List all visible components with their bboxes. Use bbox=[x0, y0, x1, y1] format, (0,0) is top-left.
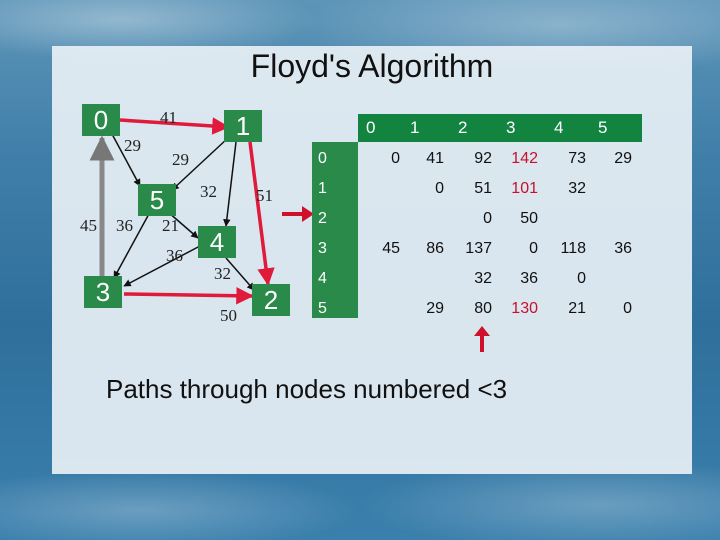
row-header: 1 bbox=[318, 180, 327, 198]
edge-label: 36 bbox=[116, 216, 133, 236]
matrix-cell: 21 bbox=[546, 300, 586, 318]
matrix-row-headers: 0 1 2 3 4 5 bbox=[312, 142, 358, 318]
row-header: 3 bbox=[318, 240, 327, 258]
matrix-cell: 0 bbox=[498, 240, 538, 258]
matrix-cell: 45 bbox=[360, 240, 400, 258]
matrix-cell: 101 bbox=[498, 180, 538, 198]
edge-label: 45 bbox=[80, 216, 97, 236]
matrix-cell: 36 bbox=[498, 270, 538, 288]
matrix-cell: 32 bbox=[452, 270, 492, 288]
row-header: 4 bbox=[318, 270, 327, 288]
matrix-cell: 0 bbox=[360, 150, 400, 168]
edge-label: 29 bbox=[124, 136, 141, 156]
matrix-cell: 86 bbox=[404, 240, 444, 258]
matrix-cell: 36 bbox=[592, 240, 632, 258]
edge-4-3 bbox=[124, 246, 200, 286]
node-3: 3 bbox=[84, 276, 122, 308]
matrix-cell: 29 bbox=[592, 150, 632, 168]
col-header: 2 bbox=[458, 118, 467, 138]
row-header: 0 bbox=[318, 150, 327, 168]
edge-label: 50 bbox=[220, 306, 237, 326]
matrix-cell: 0 bbox=[546, 270, 586, 288]
matrix-cell: 0 bbox=[404, 180, 444, 198]
node-4: 4 bbox=[198, 226, 236, 258]
col-header: 5 bbox=[598, 118, 607, 138]
matrix-cell: 80 bbox=[452, 300, 492, 318]
row-pointer-arrow bbox=[282, 204, 316, 224]
matrix-cell: 29 bbox=[404, 300, 444, 318]
col-header: 1 bbox=[410, 118, 419, 138]
matrix-cell: 73 bbox=[546, 150, 586, 168]
edge-1-2 bbox=[250, 142, 268, 284]
edge-label: 32 bbox=[214, 264, 231, 284]
edge-label: 41 bbox=[160, 108, 177, 128]
matrix-header: 0 1 2 3 4 5 bbox=[358, 114, 642, 142]
node-5: 5 bbox=[138, 184, 176, 216]
column-pointer-arrow bbox=[472, 326, 492, 352]
caption: Paths through nodes numbered <3 bbox=[106, 374, 507, 405]
matrix-cell: 41 bbox=[404, 150, 444, 168]
matrix-cell: 130 bbox=[498, 300, 538, 318]
edge-label: 21 bbox=[162, 216, 179, 236]
matrix-cell: 51 bbox=[452, 180, 492, 198]
distance-matrix: 0 1 2 3 4 5 0 1 2 3 4 5 0 41 92 142 73 2… bbox=[312, 114, 642, 314]
node-1: 1 bbox=[224, 110, 262, 142]
matrix-cell: 0 bbox=[592, 300, 632, 318]
matrix-cell: 118 bbox=[546, 240, 586, 258]
col-header: 0 bbox=[366, 118, 375, 138]
edge-1-4 bbox=[226, 142, 236, 226]
edge-label: 29 bbox=[172, 150, 189, 170]
row-header: 5 bbox=[318, 300, 327, 318]
node-0: 0 bbox=[82, 104, 120, 136]
edge-3-2 bbox=[124, 294, 252, 296]
matrix-cell: 137 bbox=[452, 240, 492, 258]
edge-label: 32 bbox=[200, 182, 217, 202]
matrix-cell: 0 bbox=[452, 210, 492, 228]
matrix-cell: 92 bbox=[452, 150, 492, 168]
row-header: 2 bbox=[318, 210, 327, 228]
node-2: 2 bbox=[252, 284, 290, 316]
matrix-cell: 142 bbox=[498, 150, 538, 168]
matrix-cell: 32 bbox=[546, 180, 586, 198]
matrix-cell: 50 bbox=[498, 210, 538, 228]
col-header: 3 bbox=[506, 118, 515, 138]
col-header: 4 bbox=[554, 118, 563, 138]
edge-label: 51 bbox=[256, 186, 273, 206]
edge-label: 36 bbox=[166, 246, 183, 266]
